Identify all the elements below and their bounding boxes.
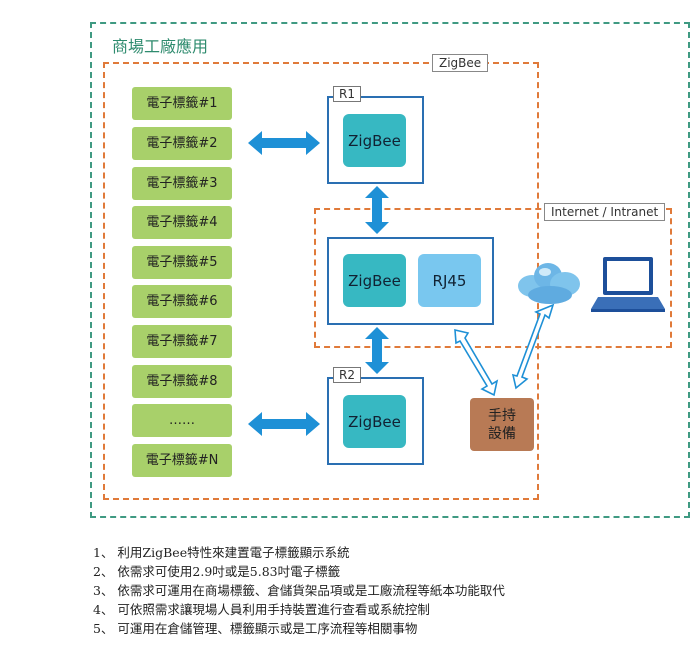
router-r1-label: R1 [333,86,361,102]
tag-6: 電子標籤#6 [132,285,232,318]
r2-zigbee-module: ZigBee [343,395,406,448]
note-3: 3、 依需求可運用在商場標籤、倉儲貨架品項或是工廠流程等紙本功能取代 [93,583,505,598]
r1-zigbee-module: ZigBee [343,114,406,167]
tag-ellipsis: …… [132,404,232,437]
notes-list: 1、 利用ZigBee特性來建置電子標籤顯示系統 2、 依需求可使用2.9吋或是… [93,542,505,637]
tag-4: 電子標籤#4 [132,206,232,239]
tag-1: 電子標籤#1 [132,87,232,120]
laptop-icon [591,257,665,312]
cloud-icon [518,263,580,304]
handheld-label-line2: 設備 [488,425,516,442]
network-region-label: Internet / Intranet [544,203,666,221]
zigbee-region-label: ZigBee [432,54,489,72]
arrow-coordinator-r2 [365,327,389,374]
tag-5: 電子標籤#5 [132,246,232,279]
note-5: 5、 可運用在倉儲管理、標籤顯示或是工序流程等相關事物 [93,621,418,636]
arrow-coordinator-handheld [454,328,499,397]
coordinator-zigbee-module: ZigBee [343,254,406,307]
arrow-r1-coordinator [365,186,389,234]
arrow-tag2-r1 [248,131,320,155]
tag-n: 電子標籤#N [132,444,232,477]
coordinator-rj45-module: RJ45 [418,254,481,307]
outer-title: 商場工廠應用 [112,37,209,56]
arrow-cloud-handheld [511,303,555,390]
tag-2: 電子標籤#2 [132,127,232,160]
note-2: 2、 依需求可使用2.9吋或是5.83吋電子標籤 [93,564,341,579]
arrow-tags-r2 [248,412,320,436]
note-1: 1、 利用ZigBee特性來建置電子標籤顯示系統 [93,545,350,560]
note-4: 4、 可依照需求讓現場人員利用手持裝置進行查看或系統控制 [93,602,430,617]
handheld-label-line1: 手持 [488,407,516,424]
tag-8: 電子標籤#8 [132,365,232,398]
handheld-device: 手持 設備 [470,398,534,451]
outer-region [90,22,690,518]
tag-3: 電子標籤#3 [132,167,232,200]
tag-7: 電子標籤#7 [132,325,232,358]
network-region [314,208,672,348]
router-r2-label: R2 [333,367,361,383]
